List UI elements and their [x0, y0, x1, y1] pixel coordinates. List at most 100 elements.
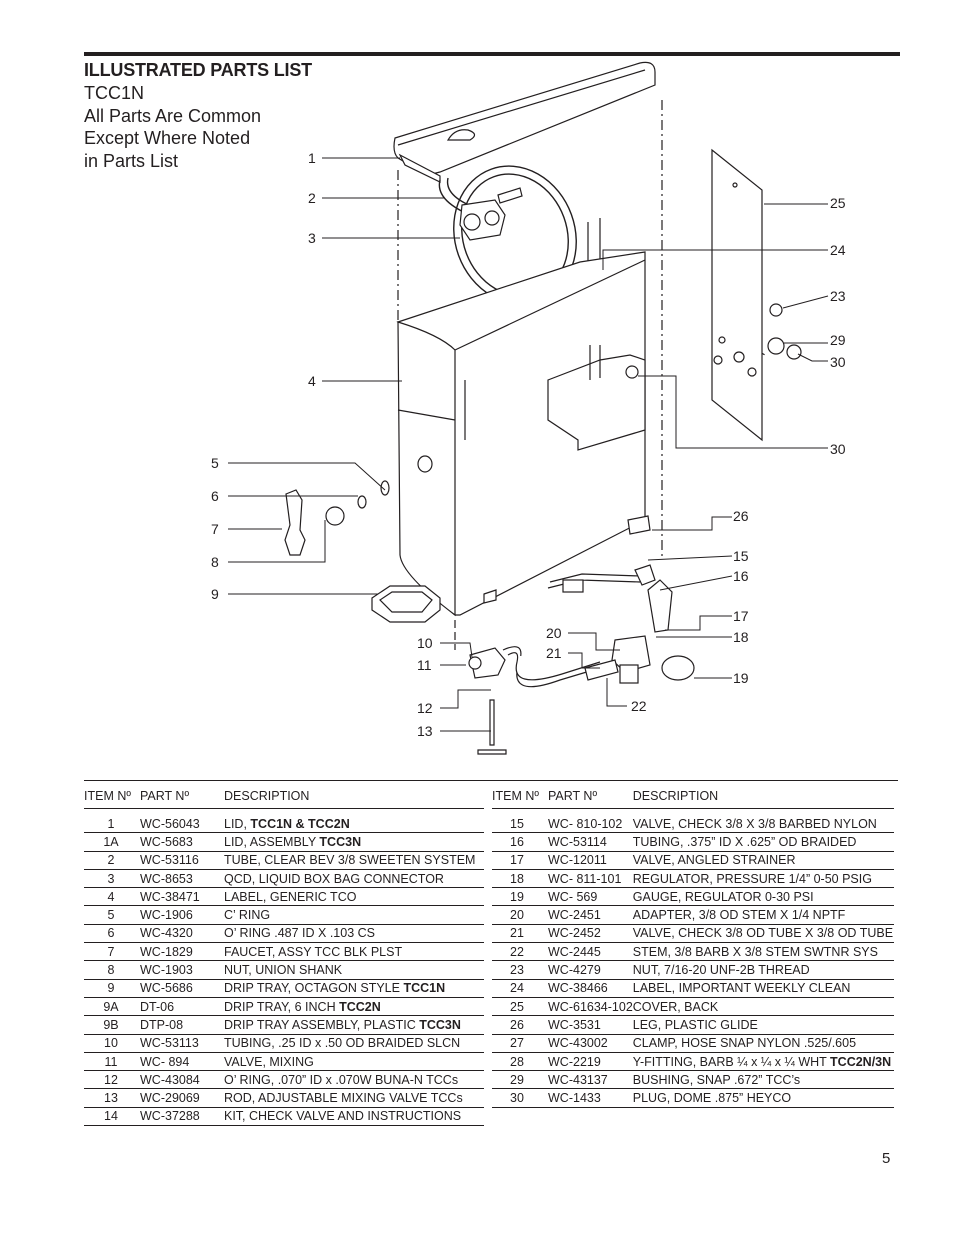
callout-21: 21 [546, 645, 562, 661]
model-name: TCC1N [84, 83, 145, 103]
faucet-drawing [284, 455, 433, 556]
part-number: WC-2452 [542, 924, 633, 944]
description: QCD, LIQUID BOX BAG CONNECTOR [224, 869, 484, 889]
callout-12: 12 [417, 700, 433, 716]
description: LEG, PLASTIC GLIDE [632, 1015, 894, 1035]
callout-7: 7 [211, 521, 219, 537]
item-number: 7 [84, 942, 138, 962]
part-number: WC-4320 [138, 924, 224, 944]
description-text: VALVE, ANGLED STRAINER [632, 853, 796, 868]
description-text: FAUCET, ASSY TCC BLK PLST [224, 944, 403, 959]
item-number: 10 [84, 1034, 138, 1053]
callout-24: 24 [830, 242, 846, 258]
table-header-row: ITEM Nº PART Nº DESCRIPTION [84, 786, 484, 809]
callout-8: 8 [211, 554, 219, 570]
description: LABEL, IMPORTANT WEEKLY CLEAN [632, 979, 894, 998]
regulator-drawing [483, 515, 695, 684]
part-number: WC-53116 [138, 851, 224, 870]
description: O’ RING, .070” ID x .070W BUNA-N TCCs [224, 1070, 484, 1090]
item-number: 13 [84, 1088, 138, 1108]
header-part-number: PART Nº [542, 786, 633, 809]
lid-drawing [393, 61, 656, 183]
callout-26: 26 [733, 508, 749, 524]
description-text: NUT, UNION SHANK [224, 963, 343, 978]
item-number: 28 [492, 1052, 542, 1072]
part-number: WC- 894 [138, 1052, 224, 1072]
callout-4: 4 [308, 373, 316, 389]
description: C’ RING [224, 905, 484, 925]
description-text: PLUG, DOME .875” HEYCO [632, 1091, 792, 1106]
callout-3: 3 [308, 230, 316, 246]
item-number: 1A [84, 832, 138, 852]
description-text: Y-FITTING, BARB ¼ x ¼ x ¼ WHT [632, 1054, 831, 1069]
part-number: WC-43084 [138, 1070, 224, 1090]
section-divider [84, 780, 898, 781]
description-text: VALVE, MIXING [224, 1054, 314, 1069]
description-text: TUBING, .375” ID X .625” OD BRAIDED [632, 834, 857, 849]
part-number: WC-1829 [138, 942, 224, 962]
exploded-parts-diagram: 1 2 3 4 5 6 7 8 9 10 11 12 13 15 16 17 1… [211, 61, 846, 755]
callout-5: 5 [211, 455, 219, 471]
description-text: O’ RING, .070” ID x .070W BUNA-N TCCs [224, 1072, 459, 1087]
item-number: 12 [84, 1070, 138, 1090]
item-number: 27 [492, 1034, 542, 1053]
part-number: WC-2219 [542, 1052, 633, 1072]
part-number: WC-3531 [542, 1015, 633, 1035]
header-description: DESCRIPTION [224, 786, 484, 809]
item-number: 29 [492, 1070, 542, 1090]
part-number: DTP-08 [138, 1015, 224, 1035]
description: Y-FITTING, BARB ¼ x ¼ x ¼ WHT TCC2N/3N [632, 1052, 894, 1072]
item-number: 14 [84, 1107, 138, 1127]
callout-15: 15 [733, 548, 749, 564]
description-text: LABEL, IMPORTANT WEEKLY CLEAN [632, 981, 851, 996]
item-number: 16 [492, 832, 542, 852]
item-number: 19 [492, 887, 542, 907]
header-item-number: ITEM Nº [84, 786, 138, 809]
description: LABEL, GENERIC TCO [224, 887, 484, 907]
back-cover-drawing [711, 148, 763, 442]
description: DRIP TRAY, OCTAGON STYLE TCC1N [224, 979, 484, 998]
callout-13: 13 [417, 723, 433, 739]
item-number: 5 [84, 905, 138, 925]
part-number: WC-29069 [138, 1088, 224, 1108]
description: REGULATOR, PRESSURE 1/4” 0-50 PSIG [632, 869, 894, 889]
description: KIT, CHECK VALVE AND INSTRUCTIONS [224, 1107, 484, 1127]
part-number: WC-1903 [138, 960, 224, 980]
item-number: 20 [492, 905, 542, 925]
part-number: WC-2451 [542, 905, 633, 925]
part-number: WC-53113 [138, 1034, 224, 1053]
description: FAUCET, ASSY TCC BLK PLST [224, 942, 484, 962]
description-text: DRIP TRAY, OCTAGON STYLE [224, 981, 404, 996]
description-text: DRIP TRAY, 6 INCH [224, 999, 340, 1014]
part-number: WC-43002 [542, 1034, 633, 1053]
part-number: WC-53114 [542, 832, 633, 852]
item-number: 25 [492, 997, 542, 1017]
description-text: LID, ASSEMBLY [224, 834, 320, 849]
description-text: REGULATOR, PRESSURE 1/4” 0-50 PSIG [632, 871, 872, 886]
description: LID, TCC1N & TCC2N [224, 815, 484, 834]
item-number: 3 [84, 869, 138, 889]
leader-lines [228, 157, 829, 732]
part-number: WC- 810-102 [542, 815, 633, 834]
part-number: WC-4279 [542, 960, 633, 980]
description: VALVE, CHECK 3/8 X 3/8 BARBED NYLON [632, 815, 894, 834]
callout-2: 2 [308, 190, 316, 206]
description: O’ RING .487 ID X .103 CS [224, 924, 484, 944]
description: LID, ASSEMBLY TCC3N [224, 832, 484, 852]
